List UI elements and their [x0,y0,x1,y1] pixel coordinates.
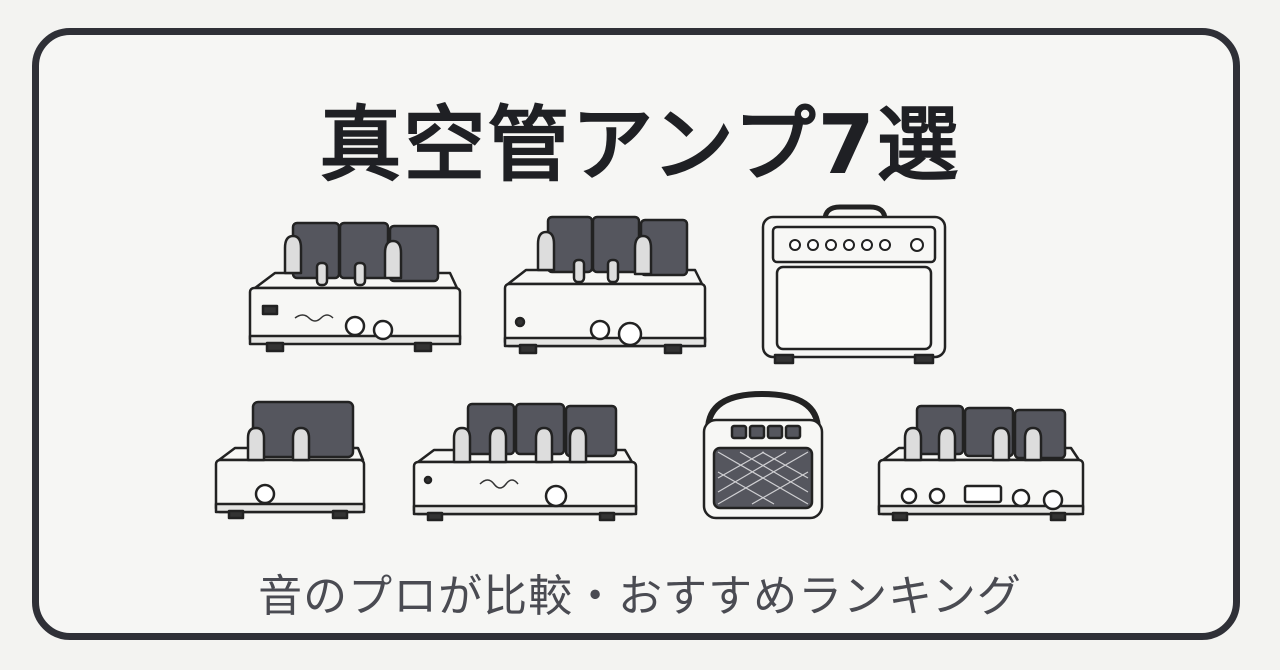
amp-illustration-6 [702,391,824,520]
page-title: 真空管アンプ7選 [319,98,961,193]
amp-illustration-7 [877,404,1085,522]
amp-illustration-4 [214,400,366,520]
page-subtitle: 音のプロが比較・おすすめランキング [258,571,1022,622]
amp-illustration-2 [503,215,707,355]
amp-illustration-5 [412,402,638,522]
amp-illustration-3 [761,204,947,365]
amp-illustration-1 [248,221,462,353]
